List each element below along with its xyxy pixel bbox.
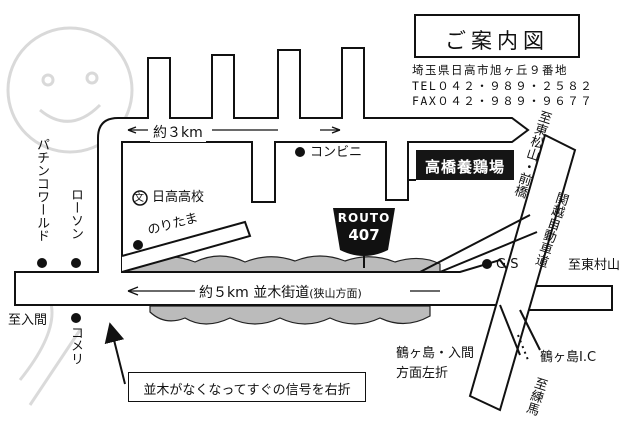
- main-road-direction: (狭山方面): [309, 287, 362, 300]
- pachinko-marker: [37, 258, 47, 268]
- komeri-label: コメリ: [68, 326, 83, 365]
- komeri-marker: [71, 313, 81, 323]
- gs-marker: [482, 259, 492, 269]
- noritama-marker: [133, 240, 143, 250]
- background-illustration: [6, 26, 134, 406]
- lawson-label: ローソン: [68, 188, 83, 240]
- route-sign-label: ROUTO: [337, 211, 391, 225]
- kanetsu-expressway: [468, 133, 577, 412]
- main-road-name: 約５km 並木街道: [199, 285, 310, 301]
- tsurugashima-ic-label: 鶴ヶ島I.C: [540, 350, 597, 365]
- distance-3km-label: 約３km: [150, 122, 206, 142]
- to-iruma-label: 至入間: [8, 313, 48, 328]
- direction-note: 並木がなくなってすぐの信号を右折: [143, 383, 351, 398]
- note-arrow: [104, 322, 126, 385]
- ic-ramp: [419, 214, 541, 356]
- lawson-marker: [71, 258, 81, 268]
- school-mark-glyph: 文: [134, 193, 144, 204]
- to-higashi-muroyama-label: 至東村山: [568, 258, 621, 273]
- address-line: 埼玉県日高市旭ヶ丘９番地: [412, 63, 568, 77]
- convenience-marker: [295, 147, 305, 157]
- map-title: ご案内図: [445, 29, 549, 53]
- route-sign-number: 407: [348, 226, 380, 244]
- convenience-label: コンビニ: [310, 145, 363, 160]
- farm-label-box: 高橋養鶏場: [416, 150, 514, 180]
- school-mark: [132, 190, 148, 206]
- main-road-arrows: [127, 286, 440, 296]
- tel-line: TEL０４２・９８９・２５８２: [412, 79, 594, 93]
- route-407-sign: [333, 208, 395, 268]
- upper-road: [97, 47, 530, 271]
- upper-road-arrows: [127, 126, 341, 134]
- map-title-box: ご案内図: [414, 14, 580, 58]
- fax-line: FAX０４２・９８９・９６７７: [412, 94, 594, 108]
- ic-dotted-link: [517, 334, 529, 361]
- gs-label: G S: [496, 257, 519, 272]
- school-label: 日高高校: [152, 190, 205, 205]
- pachinko-label: パチンコワールド: [34, 138, 49, 242]
- tsurugashima-turn-line2: 方面左折: [396, 366, 449, 381]
- tsurugashima-turn-line1: 鶴ヶ島・入間: [396, 346, 475, 361]
- direction-note-box: 並木がなくなってすぐの信号を右折: [128, 372, 366, 402]
- farm-name: 高橋養鶏場: [424, 158, 505, 176]
- noritama-road: [121, 220, 252, 273]
- main-road-label: 約５km 並木街道(狭山方面): [196, 282, 365, 302]
